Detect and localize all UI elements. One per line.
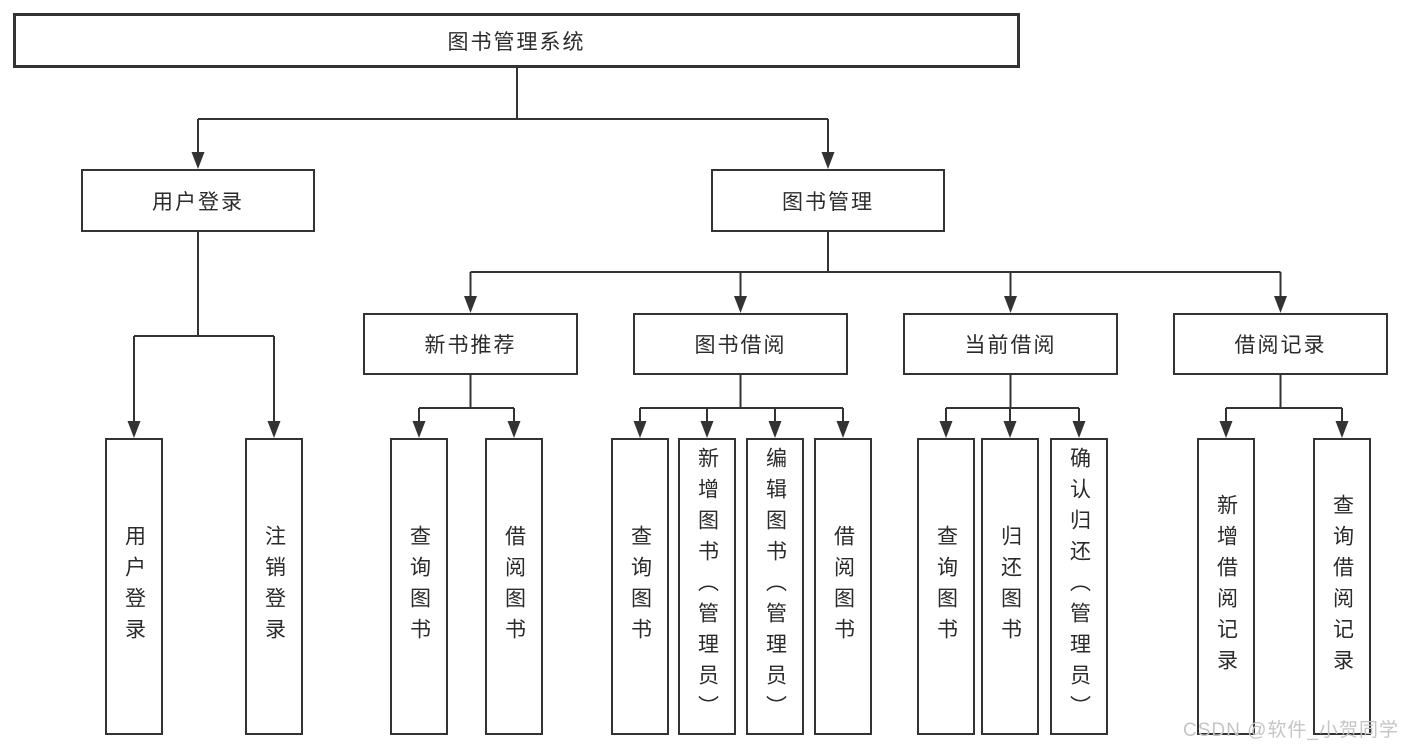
leaf-label: 新增借阅记录 xyxy=(1214,493,1238,680)
connector-root-to-level2 xyxy=(197,68,829,155)
node-label: 图书管理系统 xyxy=(447,30,586,54)
leaf-label: 查询图书 xyxy=(628,524,652,649)
arrow-down-icon xyxy=(700,421,714,438)
node-book-borrow: 图书借阅 xyxy=(633,313,848,375)
arrow-down-icon xyxy=(412,421,426,438)
leaf-query-books-current: 查询图书 xyxy=(917,438,975,735)
leaf-borrow-books-recommend: 借阅图书 xyxy=(485,438,543,735)
node-borrow-records: 借阅记录 xyxy=(1173,313,1388,375)
leaf-label: 借阅图书 xyxy=(831,524,855,649)
arrow-down-icon xyxy=(836,421,850,438)
arrow-down-icon xyxy=(1004,296,1017,313)
leaf-logout: 注销登录 xyxy=(245,438,303,735)
node-new-book-recommend: 新书推荐 xyxy=(363,313,578,375)
arrow-down-icon xyxy=(939,421,953,438)
node-label: 图书借阅 xyxy=(694,334,787,357)
arrow-down-icon xyxy=(1274,296,1287,313)
leaf-label: 注销登录 xyxy=(262,524,286,649)
arrow-down-icon xyxy=(1335,421,1349,438)
leaf-label: 编辑图书（管理员） xyxy=(763,447,787,726)
arrow-down-icon xyxy=(191,152,205,169)
node-label: 当前借阅 xyxy=(964,334,1057,357)
arrow-down-icon xyxy=(1219,421,1233,438)
leaf-label: 新增图书（管理员） xyxy=(695,447,719,726)
arrow-down-icon xyxy=(1003,421,1017,438)
leaf-query-books-recommend: 查询图书 xyxy=(390,438,448,735)
node-label: 新书推荐 xyxy=(424,334,517,357)
connector-user-login-children xyxy=(133,232,275,424)
arrow-down-icon xyxy=(734,296,747,313)
arrow-down-icon xyxy=(633,421,647,438)
arrow-down-icon xyxy=(507,421,521,438)
arrow-down-icon xyxy=(267,421,281,438)
csdn-watermark: CSDN @软件_小贺同学 xyxy=(1183,720,1399,741)
leaf-add-book-admin: 新增图书（管理员） xyxy=(678,438,736,735)
node-current-borrow: 当前借阅 xyxy=(903,313,1118,375)
node-label: 借阅记录 xyxy=(1234,334,1327,357)
leaf-edit-book-admin: 编辑图书（管理员） xyxy=(746,438,804,735)
leaf-label: 确认归还（管理员） xyxy=(1067,447,1091,726)
connector-records-children xyxy=(1225,375,1343,424)
leaf-label: 用户登录 xyxy=(122,524,146,649)
node-library-management-system: 图书管理系统 xyxy=(13,13,1020,68)
leaf-add-borrow-record: 新增借阅记录 xyxy=(1197,438,1255,735)
node-book-management: 图书管理 xyxy=(711,169,945,232)
arrow-down-icon xyxy=(821,152,835,169)
arrow-down-icon xyxy=(768,421,782,438)
leaf-label: 查询借阅记录 xyxy=(1330,493,1354,680)
node-user-login: 用户登录 xyxy=(81,169,315,232)
leaf-label: 归还图书 xyxy=(998,524,1022,649)
arrow-down-icon xyxy=(1072,421,1086,438)
node-label: 用户登录 xyxy=(152,190,244,214)
leaf-label: 查询图书 xyxy=(407,524,431,649)
connector-book-management-children xyxy=(469,232,1282,299)
leaf-return-books: 归还图书 xyxy=(981,438,1039,735)
arrow-down-icon xyxy=(464,296,477,313)
arrow-down-icon xyxy=(127,421,141,438)
leaf-label: 查询图书 xyxy=(934,524,958,649)
leaf-label: 借阅图书 xyxy=(502,524,526,649)
leaf-borrow-books: 借阅图书 xyxy=(814,438,872,735)
leaf-query-borrow-record: 查询借阅记录 xyxy=(1313,438,1371,735)
node-label: 图书管理 xyxy=(782,190,874,214)
leaf-confirm-return-admin: 确认归还（管理员） xyxy=(1050,438,1108,735)
connector-new-book-children xyxy=(418,375,515,424)
leaf-query-books-borrow: 查询图书 xyxy=(611,438,669,735)
connector-borrow-children xyxy=(639,375,844,424)
connector-current-children xyxy=(945,375,1080,424)
leaf-user-login: 用户登录 xyxy=(105,438,163,735)
